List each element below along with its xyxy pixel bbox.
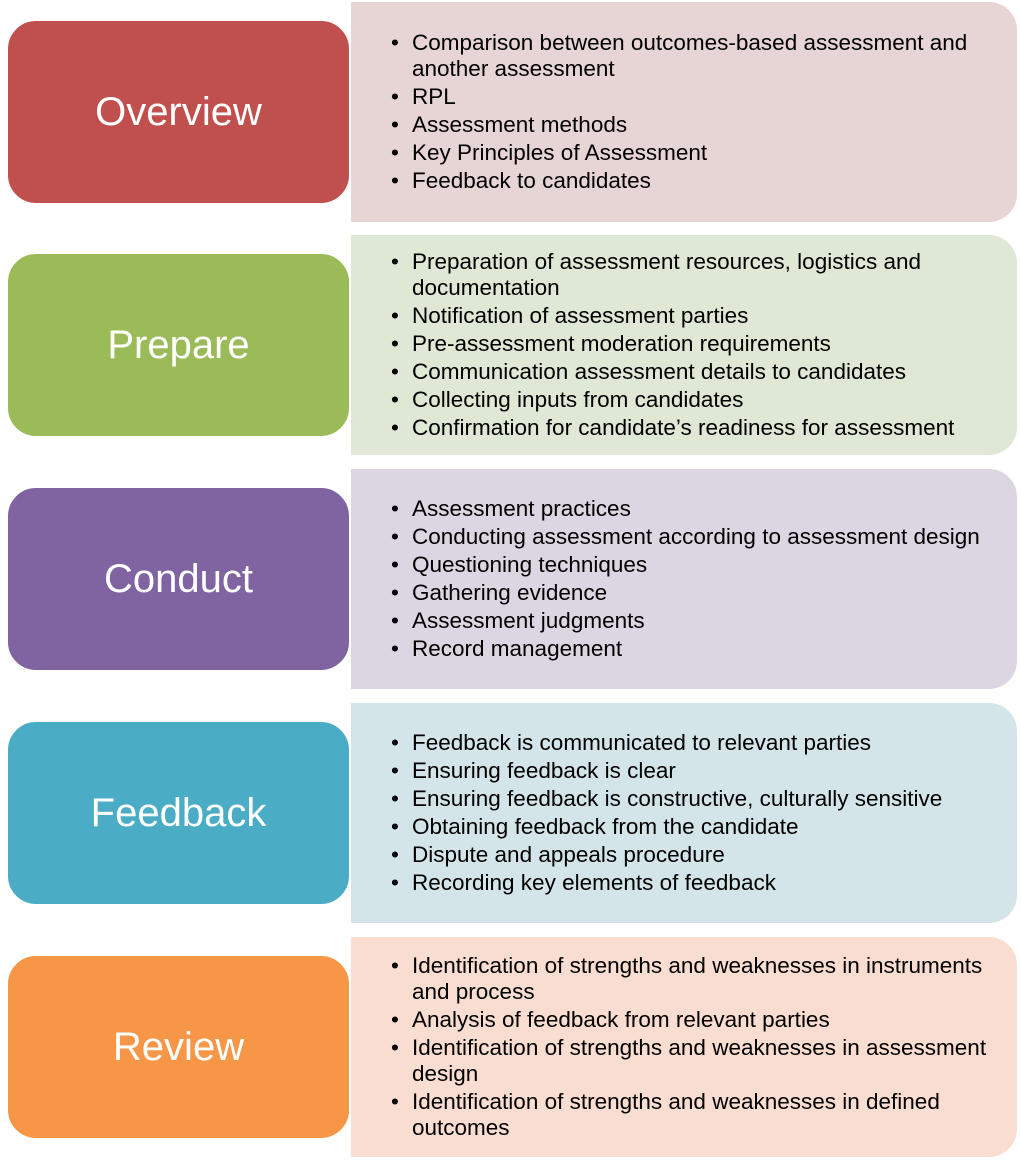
- stage-label: Prepare: [107, 322, 250, 367]
- bullet-item: Notification of assessment parties: [391, 303, 997, 329]
- bullet-item: Obtaining feedback from the candidate: [391, 814, 997, 840]
- bullet-list: Feedback is communicated to relevant par…: [391, 728, 997, 898]
- stage-row-review: Identification of strengths and weakness…: [0, 937, 1021, 1161]
- stage-box-conduct: Conduct: [6, 486, 351, 672]
- bullet-item: Preparation of assessment resources, log…: [391, 249, 997, 301]
- stage-row-conduct: Assessment practicesConducting assessmen…: [0, 469, 1021, 693]
- stage-box-prepare: Prepare: [6, 252, 351, 438]
- stage-label: Overview: [95, 89, 262, 134]
- bullet-item: RPL: [391, 84, 997, 110]
- bullet-item: Pre-assessment moderation requirements: [391, 331, 997, 357]
- stage-label: Conduct: [104, 556, 253, 601]
- bullet-item: Identification of strengths and weakness…: [391, 1035, 997, 1087]
- bullet-item: Collecting inputs from candidates: [391, 387, 997, 413]
- stage-row-prepare: Preparation of assessment resources, log…: [0, 235, 1021, 459]
- bullet-list: Identification of strengths and weakness…: [391, 951, 997, 1143]
- bullet-item: Record management: [391, 636, 997, 662]
- bullet-item: Comparison between outcomes-based assess…: [391, 30, 997, 82]
- bullet-item: Feedback is communicated to relevant par…: [391, 730, 997, 756]
- bullet-item: Assessment methods: [391, 112, 997, 138]
- stage-row-feedback: Feedback is communicated to relevant par…: [0, 703, 1021, 927]
- stage-label: Review: [112, 1024, 245, 1069]
- stage-details-panel: Comparison between outcomes-based assess…: [351, 2, 1017, 222]
- stage-box-review: Review: [6, 954, 351, 1140]
- bullet-item: Identification of strengths and weakness…: [391, 1089, 997, 1141]
- bullet-item: Analysis of feedback from relevant parti…: [391, 1007, 997, 1033]
- stage-box-overview: Overview: [6, 19, 351, 205]
- bullet-item: Ensuring feedback is clear: [391, 758, 997, 784]
- bullet-item: Key Principles of Assessment: [391, 140, 997, 166]
- bullet-list: Comparison between outcomes-based assess…: [391, 28, 997, 196]
- bullet-item: Gathering evidence: [391, 580, 997, 606]
- bullet-item: Identification of strengths and weakness…: [391, 953, 997, 1005]
- stage-label: Feedback: [90, 790, 267, 835]
- bullet-item: Feedback to candidates: [391, 168, 997, 194]
- bullet-item: Assessment judgments: [391, 608, 997, 634]
- stage-details-panel: Identification of strengths and weakness…: [351, 937, 1017, 1157]
- bullet-list: Assessment practicesConducting assessmen…: [391, 494, 997, 664]
- stage-details-panel: Preparation of assessment resources, log…: [351, 235, 1017, 455]
- bullet-item: Recording key elements of feedback: [391, 870, 997, 896]
- stage-row-overview: Comparison between outcomes-based assess…: [0, 2, 1021, 226]
- stage-details-panel: Assessment practicesConducting assessmen…: [351, 469, 1017, 689]
- stage-details-panel: Feedback is communicated to relevant par…: [351, 703, 1017, 923]
- bullet-item: Conducting assessment according to asses…: [391, 524, 997, 550]
- bullet-item: Assessment practices: [391, 496, 997, 522]
- stage-box-feedback: Feedback: [6, 720, 351, 906]
- bullet-item: Questioning techniques: [391, 552, 997, 578]
- bullet-item: Dispute and appeals procedure: [391, 842, 997, 868]
- bullet-item: Confirmation for candidate’s readiness f…: [391, 415, 997, 441]
- bullet-item: Communication assessment details to cand…: [391, 359, 997, 385]
- bullet-item: Ensuring feedback is constructive, cultu…: [391, 786, 997, 812]
- bullet-list: Preparation of assessment resources, log…: [391, 247, 997, 443]
